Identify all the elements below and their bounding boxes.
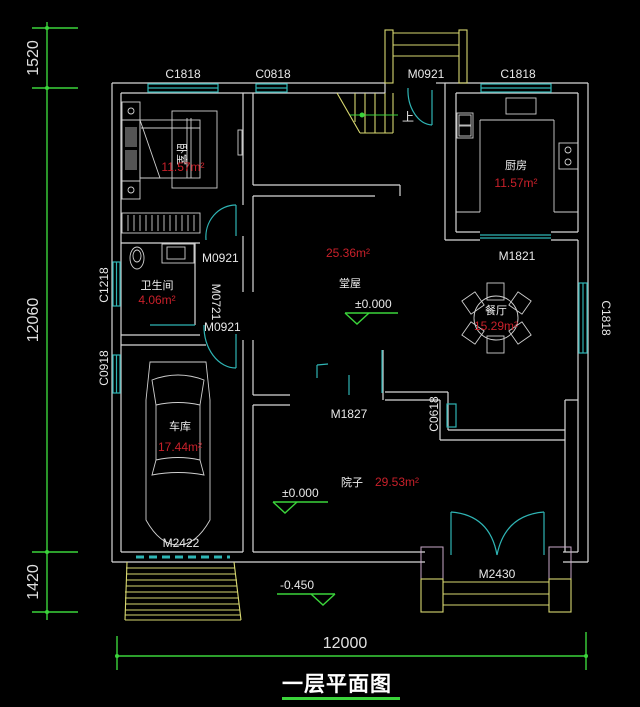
window-c1818-top-left — [147, 83, 219, 93]
window-c0918 — [112, 354, 121, 394]
label-c1218: C1218 — [97, 267, 111, 303]
stove — [558, 142, 579, 170]
dim-12000: 12000 — [323, 635, 368, 652]
label-c0618: C0618 — [427, 396, 441, 432]
room-name-garage: 车库 — [169, 419, 191, 433]
elevation-outside: -0.450 — [280, 578, 314, 592]
label-c1818-top-left: C1818 — [165, 67, 201, 81]
room-area-dining: 15.29m² — [474, 319, 518, 333]
window-c0818 — [255, 83, 288, 93]
label-m2430: M2430 — [479, 567, 516, 581]
dining-table — [461, 282, 532, 354]
label-c0818: C0818 — [255, 67, 291, 81]
room-name-bedroom: 卧室 — [175, 143, 189, 165]
stair-up-label: 上 — [402, 110, 414, 124]
elevation-marker-hall — [344, 312, 398, 325]
room-name-bathroom: 卫生间 — [141, 278, 174, 292]
room-name-courtyard: 院子 — [341, 475, 363, 489]
label-m0921-top: M0921 — [408, 67, 445, 81]
label-m1827: M1827 — [331, 407, 368, 421]
garage-ramp — [124, 561, 242, 621]
wardrobe — [121, 212, 201, 234]
interior-walls — [121, 82, 588, 552]
room-area-garage: 17.44m² — [158, 440, 202, 454]
front-steps — [420, 546, 572, 613]
window-c0618 — [446, 403, 457, 428]
door-m1821 — [480, 234, 551, 239]
title-underline — [282, 697, 400, 700]
label-c1818-right: C1818 — [599, 300, 613, 336]
dim-1420: 1420 — [25, 564, 42, 600]
elevation-marker-outside — [277, 593, 336, 606]
kitchen-counter — [456, 97, 578, 213]
kitchen-sink — [456, 112, 474, 139]
room-area-kitchen: 11.57m² — [494, 176, 537, 190]
bed-furniture — [121, 101, 218, 200]
tv-unit — [237, 129, 243, 156]
door-m0921-top — [407, 87, 433, 126]
label-m0921-bath: M0921 — [204, 320, 241, 334]
room-name-dining: 餐厅 — [485, 303, 507, 317]
outer-walls — [111, 82, 589, 563]
stair-top-entry — [384, 29, 468, 84]
window-c1218 — [112, 261, 121, 307]
left-dimension-line — [32, 22, 78, 620]
toilet — [129, 246, 145, 270]
interior-staircase — [336, 92, 398, 134]
label-c1818-top-right: C1818 — [500, 67, 536, 81]
room-name-hall: 堂屋 — [339, 277, 361, 290]
room-area-courtyard: 29.53m² — [375, 475, 419, 489]
label-m0721: M0721 — [209, 284, 223, 321]
room-name-kitchen: 厨房 — [505, 159, 527, 172]
door-m0921-bath — [203, 324, 237, 369]
room-area-bedroom: 11.57m² — [161, 160, 204, 174]
label-m0921-bedroom: M0921 — [202, 251, 239, 265]
dim-1520: 1520 — [25, 40, 42, 76]
room-area-hall: 25.36m² — [326, 246, 370, 260]
label-m1821: M1821 — [499, 249, 536, 263]
label-m2422: M2422 — [163, 536, 200, 550]
window-c1818-right — [578, 282, 588, 354]
elevation-marker-courtyard — [272, 501, 328, 514]
drawing-title: 一层平面图 — [282, 672, 392, 696]
elevation-courtyard: ±0.000 — [282, 486, 319, 500]
elevation-hall: ±0.000 — [355, 297, 392, 311]
label-c0918: C0918 — [97, 350, 111, 386]
wash-basin — [161, 243, 195, 264]
dim-12060: 12060 — [25, 298, 42, 343]
bottom-dimension-line — [115, 632, 588, 670]
window-c1818-top-right — [480, 83, 552, 93]
door-m0921-bedroom — [205, 204, 237, 241]
car — [145, 361, 211, 546]
door-m2430 — [450, 511, 545, 556]
door-m1827 — [316, 350, 383, 395]
room-area-bathroom: 4.06m² — [138, 293, 175, 307]
